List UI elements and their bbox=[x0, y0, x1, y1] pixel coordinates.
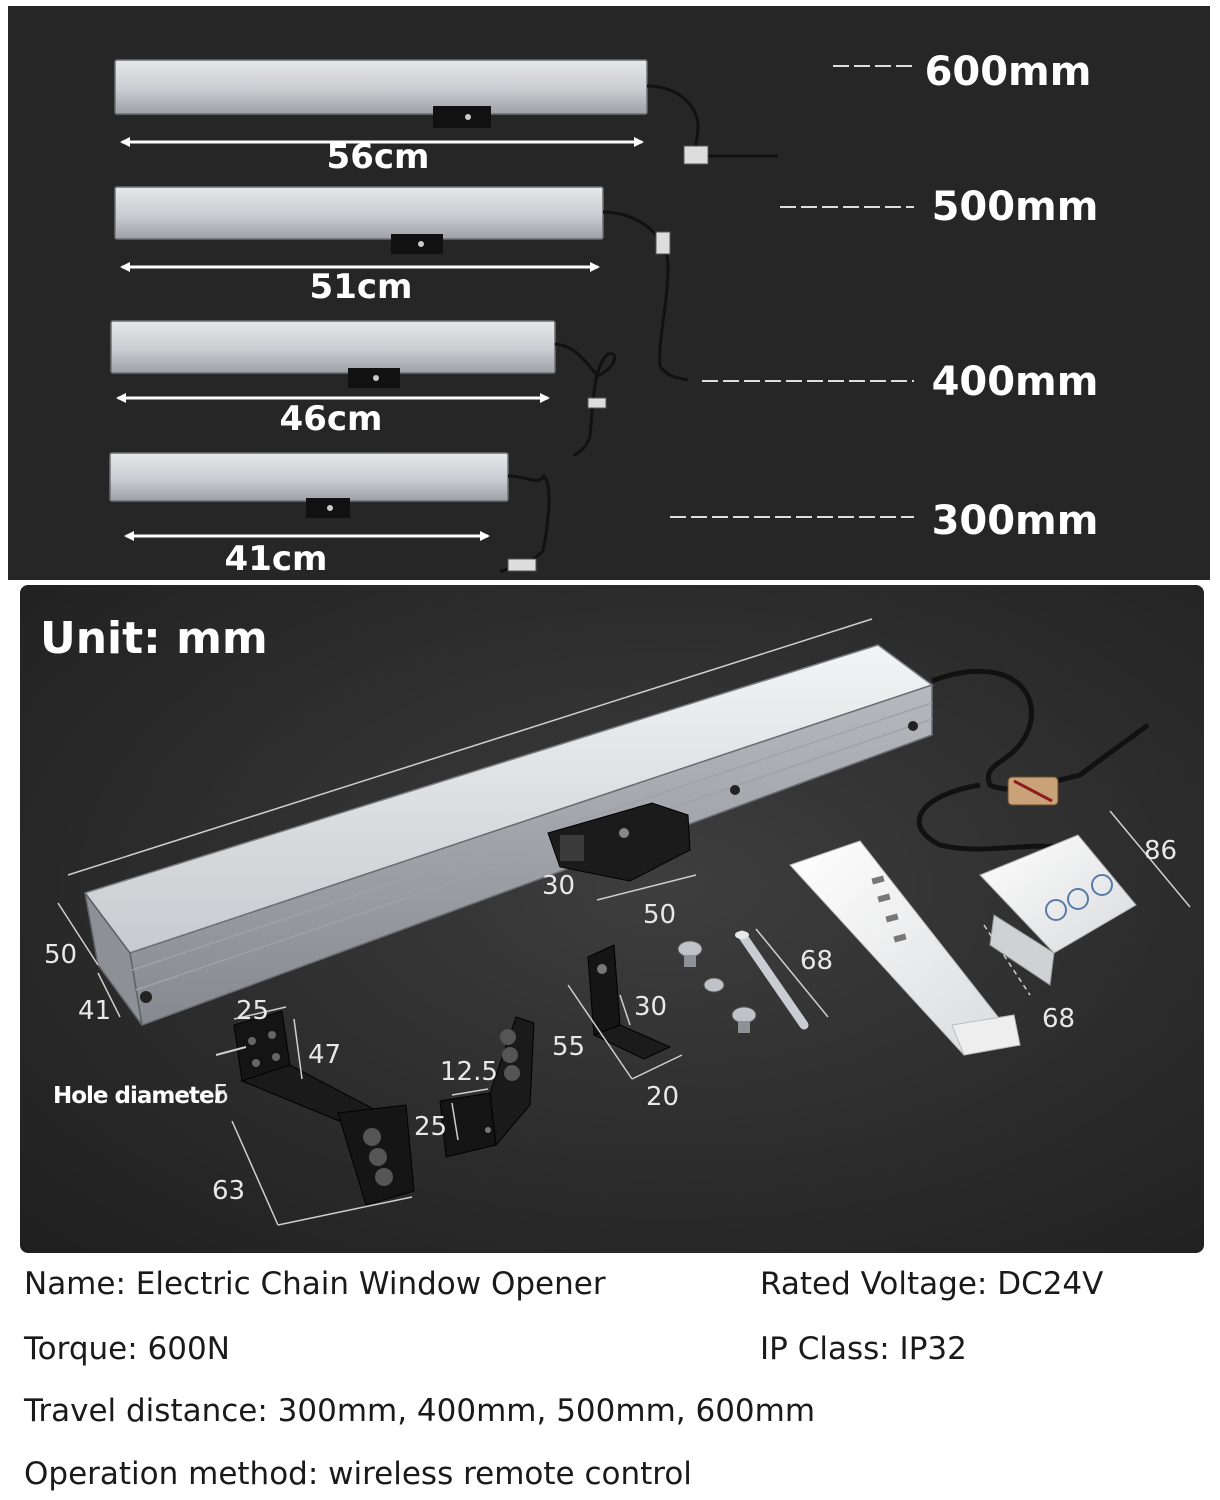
travel-label-600mm: 600mm bbox=[925, 49, 1092, 95]
dim-bracket-a-length: 63 bbox=[212, 1176, 245, 1206]
dim-bracket-b-side: 25 bbox=[414, 1112, 447, 1142]
dim-mount-width: 50 bbox=[643, 900, 676, 930]
length-label-41cm: 41cm bbox=[225, 539, 328, 579]
dim-bracket-b-top: 12.5 bbox=[440, 1057, 498, 1087]
dim-pin-length: 68 bbox=[800, 946, 833, 976]
mounting-block bbox=[547, 802, 691, 882]
spec-torque: Torque: 600N bbox=[24, 1331, 230, 1367]
pin bbox=[735, 930, 809, 1030]
dim-hole-diameter: 5 bbox=[213, 1080, 230, 1110]
length-label-56cm: 56cm bbox=[327, 137, 430, 177]
travel-label-500mm: 500mm bbox=[932, 184, 1099, 230]
dim-bracket-c-width: 20 bbox=[646, 1082, 679, 1112]
hole-diameter-label: Hole diameter bbox=[53, 1083, 226, 1109]
dim-switch-width: 68 bbox=[1042, 1004, 1075, 1034]
body-length-dimension-line bbox=[67, 618, 873, 876]
dim-body-height: 50 bbox=[44, 940, 77, 970]
actuator-body bbox=[83, 644, 934, 1027]
bracket-a bbox=[233, 1010, 415, 1206]
spec-voltage: Rated Voltage: DC24V bbox=[760, 1266, 1104, 1302]
bracket-b bbox=[439, 1016, 535, 1158]
dim-bracket-c-height: 55 bbox=[552, 1032, 585, 1062]
length-variants-illustration: 56cm 600mm 51cm 500mm 46cm 400mm bbox=[109, 49, 1099, 579]
spec-operation: Operation method: wireless remote contro… bbox=[24, 1456, 692, 1492]
unit-label: Unit: mm bbox=[40, 613, 268, 664]
dim-switch-height: 86 bbox=[1144, 836, 1177, 866]
dim-mount-depth: 30 bbox=[542, 871, 575, 901]
length-label-51cm: 51cm bbox=[310, 267, 413, 307]
spec-name: Name: Electric Chain Window Opener bbox=[24, 1266, 606, 1302]
spec-ip-class: IP Class: IP32 bbox=[760, 1331, 967, 1367]
dim-bracket-c-inner: 30 bbox=[634, 992, 667, 1022]
dim-bracket-a-height: 47 bbox=[308, 1040, 341, 1070]
length-label-46cm: 46cm bbox=[280, 399, 383, 439]
dim-body-depth: 41 bbox=[78, 996, 111, 1026]
actuator-500mm bbox=[114, 186, 689, 382]
actuator-600mm bbox=[114, 59, 778, 165]
remote-control-icon bbox=[789, 840, 1021, 1056]
actuator-400mm bbox=[110, 320, 616, 457]
bracket-c bbox=[587, 944, 672, 1060]
dim-bracket-a-width: 25 bbox=[236, 996, 269, 1026]
travel-label-400mm: 400mm bbox=[932, 359, 1099, 405]
actuator-300mm bbox=[109, 452, 551, 574]
wall-switch-icon bbox=[979, 834, 1137, 986]
power-cable bbox=[931, 668, 1150, 792]
travel-label-300mm: 300mm bbox=[932, 498, 1099, 544]
length-variants-panel: 56cm 600mm 51cm 500mm 46cm 400mm bbox=[8, 6, 1210, 580]
dimension-diagram: Unit: mm 30 50 50 41 bbox=[40, 613, 1191, 1226]
dimension-diagram-panel: Unit: mm 30 50 50 41 bbox=[20, 585, 1204, 1253]
screws bbox=[677, 940, 757, 1033]
spec-travel: Travel distance: 300mm, 400mm, 500mm, 60… bbox=[24, 1393, 816, 1429]
